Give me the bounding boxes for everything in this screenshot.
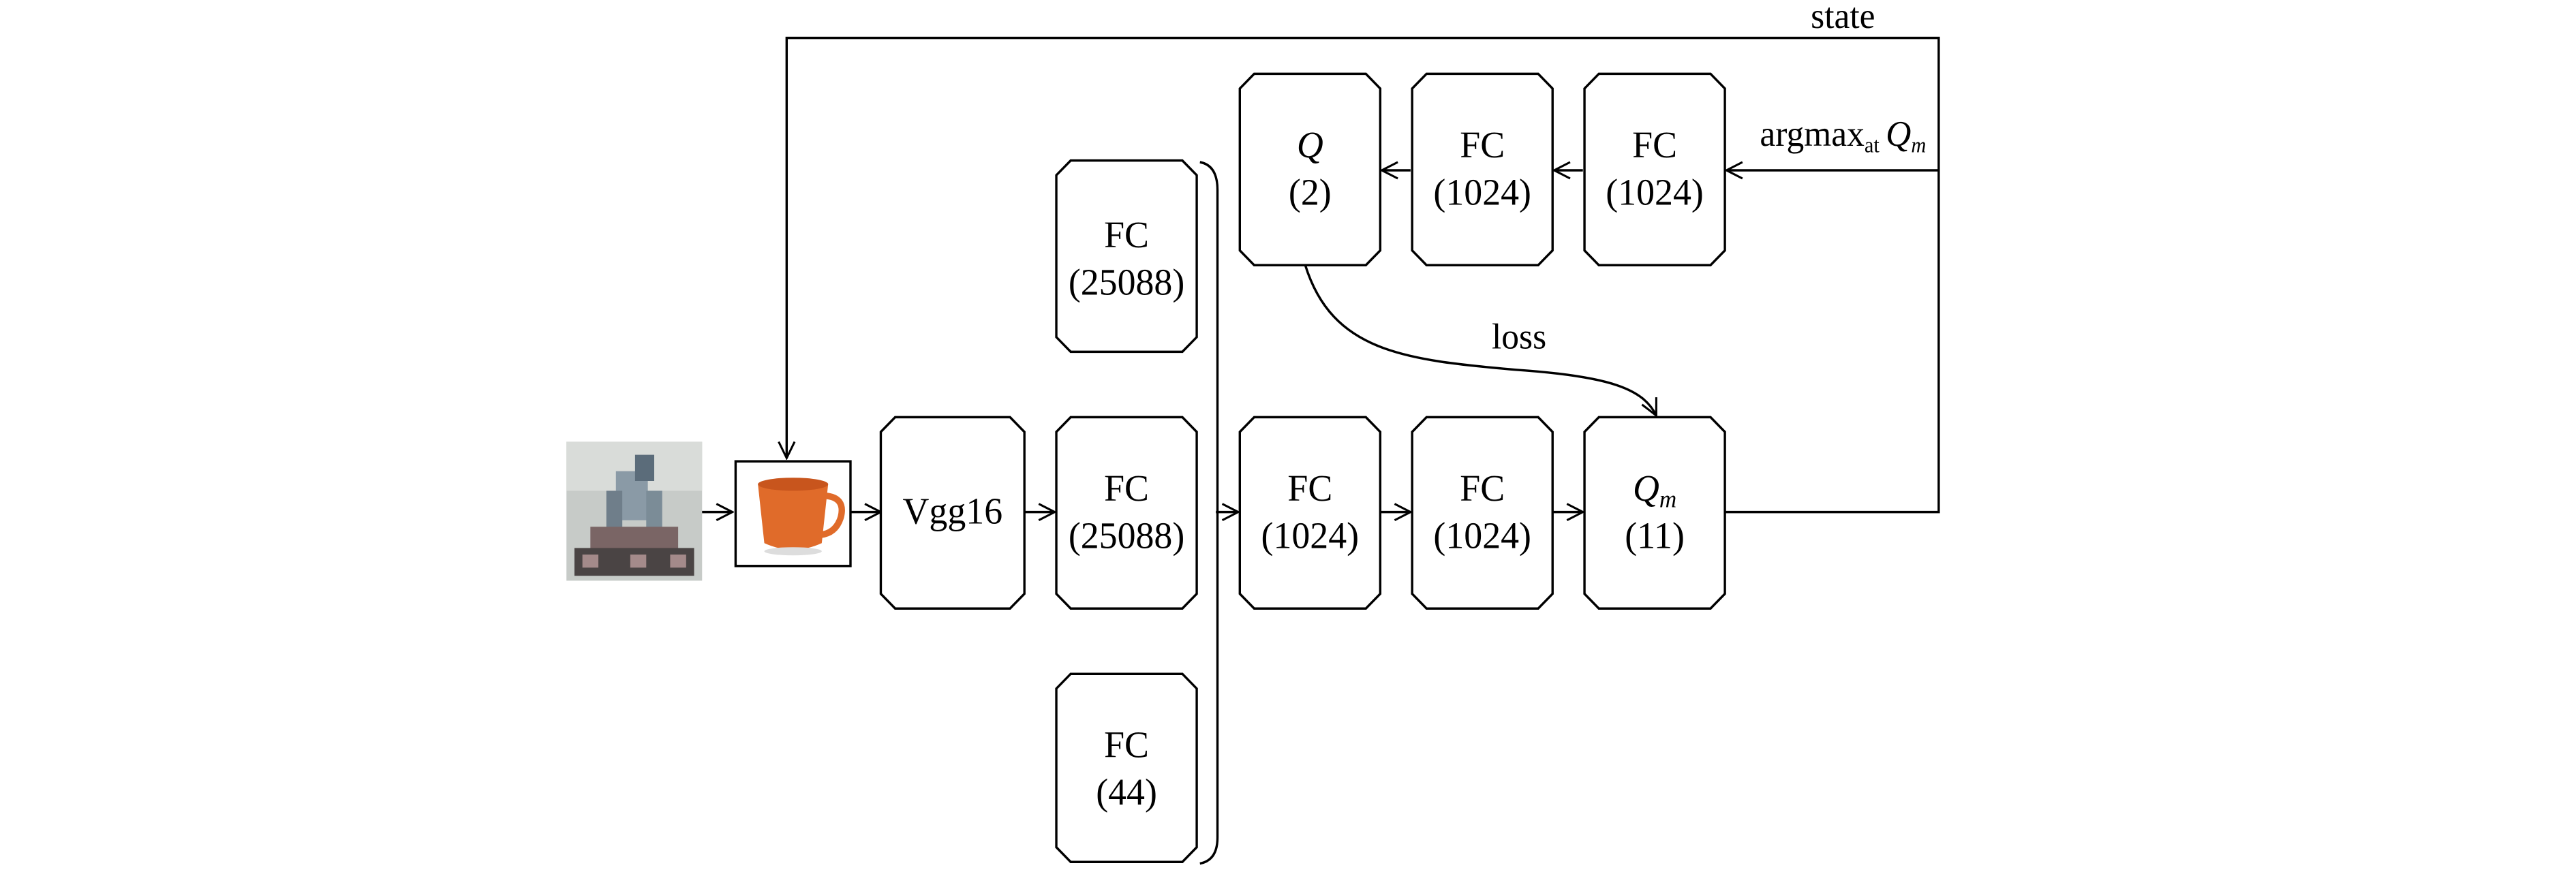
fc-25088-mid-node (1055, 416, 1198, 610)
argmax-label: argmaxat Qm (1760, 114, 1926, 157)
vgg16-label: Vgg16 (903, 490, 1003, 532)
fc-25088-mid-size: (25088) (1069, 514, 1184, 557)
fc-1024-top-b-label: FC (1632, 123, 1677, 166)
fc-25088-mid-label: FC (1104, 467, 1149, 509)
concat-bracket (1199, 161, 1219, 865)
fc-1024-top-a-label: FC (1460, 123, 1505, 166)
qm-size: (11) (1625, 514, 1685, 557)
edge-state-feedback (786, 36, 1940, 514)
fc-1024-a-node (1238, 416, 1382, 610)
fc-1024-top-b-node (1583, 72, 1726, 266)
qm-symbol: Q (1633, 467, 1659, 509)
fc-44-node (1055, 672, 1198, 863)
fc-1024-b-node (1411, 416, 1554, 610)
q-node (1238, 72, 1382, 266)
q-label: Q (1297, 123, 1323, 166)
fc-44-label: FC (1104, 723, 1149, 766)
qm-node (1583, 416, 1726, 610)
fc-1024-a-size: (1024) (1261, 514, 1360, 557)
fc-1024-b-size: (1024) (1433, 514, 1531, 557)
qm-label: Qm (1633, 467, 1676, 512)
fc-1024-b-label: FC (1460, 467, 1505, 509)
fc-25088-top-size: (25088) (1069, 261, 1184, 303)
fc-1024-a-label: FC (1287, 467, 1332, 509)
edge-loss (1304, 264, 1656, 416)
argmax-q: Q (1886, 114, 1911, 154)
fc-1024-top-b-size: (1024) (1606, 171, 1704, 213)
fc-1024-top-a-node (1411, 72, 1554, 266)
argmax-text: argmax (1760, 114, 1864, 154)
fc-25088-top-node (1055, 159, 1198, 354)
state-label: state (1811, 0, 1875, 36)
mug-image (734, 460, 852, 567)
q-size: (2) (1289, 171, 1332, 213)
loss-label: loss (1492, 317, 1546, 357)
qm-subscript: m (1659, 485, 1676, 512)
fc-1024-top-a-size: (1024) (1433, 171, 1531, 213)
robot-image (566, 441, 703, 581)
fc-44-size: (44) (1096, 771, 1157, 813)
fc-25088-top-label: FC (1104, 213, 1149, 255)
argmax-q-subscript: m (1911, 134, 1926, 157)
vgg16-node (879, 416, 1026, 610)
argmax-subscript: at (1865, 134, 1880, 157)
